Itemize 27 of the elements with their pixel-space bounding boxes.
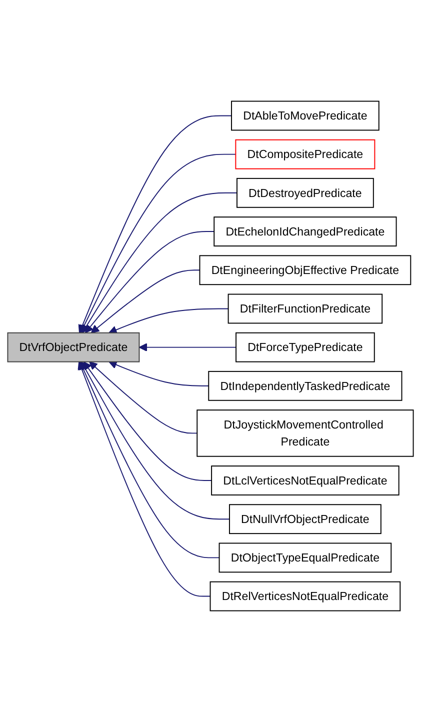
node-box: DtAbleToMovePredicate: [231, 100, 380, 131]
arrow: [82, 192, 238, 334]
node-box: DtLclVerticesNotEqualPredicate: [211, 466, 400, 496]
arrow: [138, 343, 236, 352]
node-box: DtJoystickMovementControlled Predicate: [196, 410, 414, 457]
arrow: [90, 270, 200, 334]
node-box: DtRelVerticesNotEqualPredicate: [210, 581, 401, 612]
node-box: DtDestroyedPredicate: [236, 178, 374, 208]
node-box: DtObjectTypeEqualPredicate: [218, 542, 392, 573]
arrow: [78, 115, 232, 334]
node-box: DtVrfObjectPredicate: [7, 332, 140, 362]
arrow: [80, 154, 236, 334]
arrow: [83, 361, 212, 481]
arrow: [108, 308, 229, 334]
node-box: DtFilterFunctionPredicate: [228, 294, 383, 324]
arrow: [89, 361, 198, 434]
node-box: DtIndependentlyTaskedPredicate: [208, 370, 402, 401]
node-box: DtForceTypePredicate: [236, 332, 375, 362]
arrow: [81, 361, 230, 520]
node-box: DtEngineeringObjEffective Predicate: [199, 255, 412, 286]
arrow: [78, 361, 211, 597]
node-box: DtNullVrfObjectPredicate: [229, 504, 382, 534]
node-box: DtCompositePredicate: [235, 139, 376, 170]
node-box: DtEchelonIdChangedPredicate: [214, 216, 397, 246]
arrow: [84, 231, 215, 334]
arrow: [79, 361, 220, 558]
arrow: [108, 360, 210, 386]
